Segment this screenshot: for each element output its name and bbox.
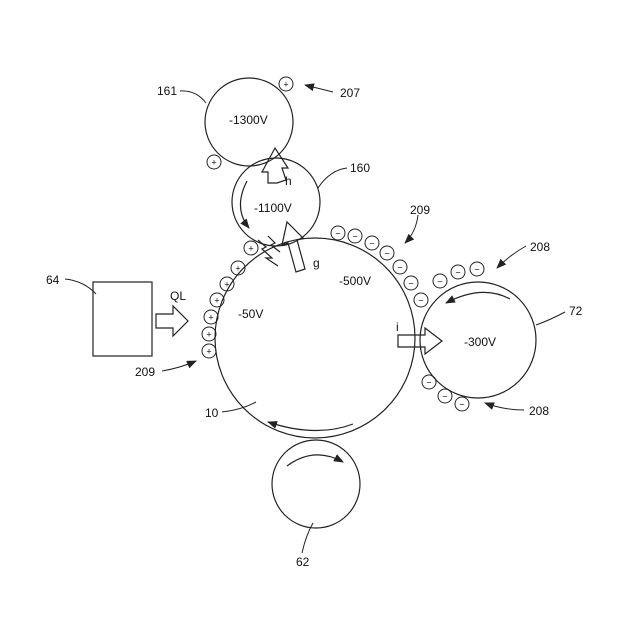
charge-negative: − [455,268,460,278]
ref-208-bottom: 208 [529,404,549,418]
rotation-arrow-roller-160 [240,181,249,228]
ref-64: 64 [46,273,60,287]
transfer-arrow-g [282,222,305,272]
leader-208-top [497,246,526,268]
leader-160 [318,168,347,188]
ref-208-top: 208 [530,240,550,254]
leader-72 [536,312,565,325]
charge-positive: + [211,158,216,168]
voltage-roller-161: -1300V [229,113,268,127]
charge-negative: − [426,378,431,388]
ref-209-left: 209 [135,365,155,379]
leader-161 [180,91,206,103]
ref-10: 10 [205,406,219,420]
ref-62: 62 [296,555,310,569]
label-ql: QL [170,289,186,303]
rotation-arrow-roller-72 [446,292,510,303]
charge-negative: − [408,279,413,289]
ref-161: 161 [157,84,177,98]
label-arrow-i: i [396,320,399,334]
rotation-arrow-roller-62 [287,455,343,466]
voltage-drum-exposed: -50V [238,307,263,321]
exposure-unit-64 [93,282,152,356]
charge-negative: − [384,249,389,259]
charge-negative: − [459,400,464,410]
charge-positive: + [283,80,288,90]
charge-negative: − [437,277,442,287]
ref-207: 207 [340,86,360,100]
ref-72: 72 [569,304,583,318]
label-arrow-g: g [313,256,320,270]
charge-positive: + [206,330,211,340]
roller-62 [272,440,360,528]
exposure-light-arrow-ql [156,306,188,336]
leader-64 [65,279,96,294]
ref-209-top: 209 [410,203,430,217]
leader-207 [305,85,333,92]
leader-209-top [405,215,418,243]
ref-160: 160 [350,161,370,175]
charge-positive: + [208,313,213,323]
discharge-spark-icon-2 [268,236,280,252]
voltage-drum-surface: -500V [339,274,371,288]
charge-positive: + [214,296,219,306]
rotation-arrow-drum [268,422,353,431]
label-arrow-h: h [285,174,292,188]
charge-negative: − [335,229,340,239]
charge-negative: − [369,239,374,249]
charge-negative: − [352,232,357,242]
negative-particles: − − − − − − − − − − − − − [331,226,484,411]
voltage-roller-160: -1100V [254,201,292,215]
charge-negative: − [418,296,423,306]
charge-positive: + [235,264,240,274]
charge-negative: − [474,265,479,275]
charge-positive: + [206,347,211,357]
voltage-roller-72: -300V [464,335,496,349]
leader-208-bottom [485,403,524,410]
charge-positive: + [224,280,229,290]
charge-positive: + [248,244,253,254]
charge-negative: − [442,392,447,402]
charge-negative: − [397,263,402,273]
leader-209-left [162,361,196,371]
